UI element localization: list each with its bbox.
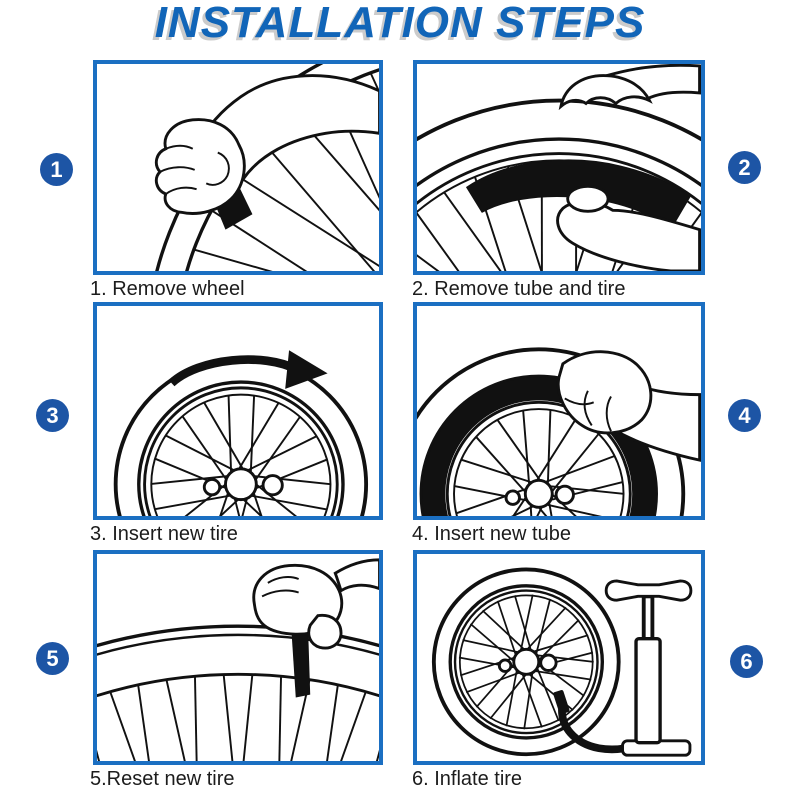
step-2-caption: 2. Remove tube and tire: [412, 278, 626, 300]
wheel-hub: [202, 467, 284, 502]
pump-hose: [553, 689, 646, 754]
reset-new-tire-illustration: [97, 558, 379, 761]
tire-and-rim: [431, 567, 621, 757]
step-5-badge: 5: [36, 642, 69, 675]
step-5-panel: [93, 550, 383, 765]
step-6-caption: 6. Inflate tire: [412, 768, 523, 790]
insert-new-tube-illustration: [417, 347, 701, 516]
wheel-hub: [497, 647, 558, 676]
step-6-panel: [413, 550, 705, 765]
step-3-badge: 3: [36, 399, 69, 432]
step-2-badge: 2: [728, 151, 761, 184]
step-3-panel: [93, 302, 383, 520]
hand: [556, 350, 653, 435]
step-6-badge: 6: [730, 645, 763, 678]
upper-hand: [558, 64, 701, 111]
remove-wheel-illustration: [154, 64, 379, 271]
fist: [154, 118, 246, 215]
lower-hand: [556, 184, 701, 271]
remove-tube-and-tire-illustration: [417, 64, 701, 271]
tire-and-rim: [417, 347, 686, 516]
clockwise-arrow-icon: [168, 350, 328, 389]
step-4-panel: [413, 302, 705, 520]
step-4-caption: 4. Insert new tube: [412, 523, 571, 545]
step-1-caption: 1. Remove wheel: [90, 278, 245, 300]
hand: [252, 558, 379, 650]
step-4-badge: 4: [728, 399, 761, 432]
wheel-hub: [504, 478, 575, 509]
step-2-panel: [413, 60, 705, 275]
floor-pump: [604, 579, 693, 757]
inflate-tire-illustration: [431, 567, 693, 757]
tire-and-rim: [97, 624, 379, 698]
page-title: INSTALLATION STEPS: [154, 0, 646, 47]
step-3-caption: 3. Insert new tire: [90, 523, 238, 545]
insert-new-tire-illustration: [113, 350, 369, 516]
step-1-badge: 1: [40, 153, 73, 186]
step-5-caption: 5.Reset new tire: [90, 768, 235, 790]
step-1-panel: [93, 60, 383, 275]
